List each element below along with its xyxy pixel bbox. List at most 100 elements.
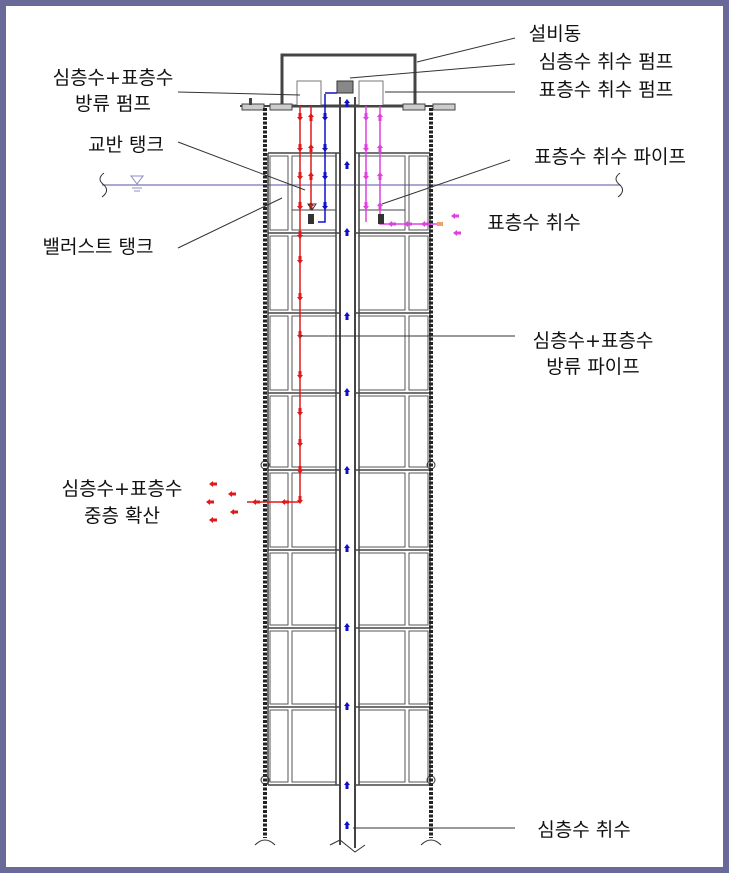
flow-lines [206,94,461,829]
surface-intake-pump-box [358,80,384,107]
label-discharge-pump-line2: 방류 펌프 [75,93,151,115]
flow-arrow-left-icon [228,491,236,497]
flow-arrow-left-icon [281,499,289,505]
tank-module [358,235,406,311]
flow-arrow-up-icon [308,172,314,180]
shackle-icon [426,775,436,785]
intake-inlet [437,222,443,226]
flow-arrow-up-icon [377,202,383,210]
flow-arrow-up-icon [344,388,350,396]
flow-arrow-left-icon [451,213,459,219]
tank-module [291,315,337,391]
flow-arrow-down-icon [297,408,303,416]
tank-module [269,315,289,391]
flow-arrow-down-icon [297,439,303,447]
flow-arrow-down-icon [297,256,303,264]
flow-arrow-up-icon [377,113,383,121]
tank-module [291,395,337,468]
tank-module [269,552,289,626]
tank-module [408,395,429,468]
flow-arrow-down-icon [297,293,303,301]
flow-arrow-left-icon [206,499,214,505]
flow-arrow-down-icon [363,113,369,121]
flow-arrow-up-icon [308,113,314,121]
flow-arrow-left-icon [209,481,217,487]
flow-arrow-down-icon [297,496,303,504]
shackle-icon [260,460,270,470]
deep-water-intake-pipe [325,92,366,853]
flow-arrow-down-icon [363,144,369,152]
tank-module [291,630,337,705]
shackle-icon [426,460,436,470]
flow-arrow-down-icon [322,172,328,180]
flow-arrow-up-icon [344,623,350,631]
flow-arrow-down-icon [322,202,328,210]
label-diffusion-line2: 중층 확산 [84,505,160,527]
flow-arrow-down-icon [297,144,303,152]
flow-arrow-left-icon [404,221,412,227]
tank-module [408,472,429,548]
flow-arrow-up-icon [344,161,350,169]
tank-module [358,395,406,468]
flow-arrow-down-icon [297,466,303,474]
flow-arrow-left-icon [230,509,238,515]
discharge-pump-box [296,80,322,107]
flow-arrow-up-icon [308,144,314,152]
label-facility-building: 설비동 [529,23,581,45]
flow-arrow-up-icon [344,544,350,552]
tank-module [269,630,289,705]
tank-module [358,709,406,783]
tank-module [269,709,289,783]
tank-module [269,472,289,548]
tank-module [269,235,289,311]
flow-arrow-left-icon [252,499,260,505]
deep-intake-pump-icon [336,80,354,94]
label-surface-intake: 표층수 취수 [487,212,580,234]
flow-arrow-up-icon [344,99,350,107]
label-diffusion-line1: 심층수+표층수 [62,478,183,500]
flow-arrow-left-icon [388,221,396,227]
tank-module [358,630,406,705]
flow-arrow-down-icon [363,172,369,180]
tank-module [269,395,289,468]
label-discharge-pipe-line2: 방류 파이프 [546,356,639,378]
flow-arrow-down-icon [363,202,369,210]
flow-arrow-up-icon [344,312,350,320]
submersible-pump-icon [378,214,384,224]
flow-arrow-down-icon [297,113,303,121]
flow-arrow-left-icon [453,230,461,236]
label-mixing-tank: 교반 탱크 [88,134,164,156]
label-surface-intake-pump: 표층수 취수 펌프 [539,79,673,101]
shackle-icon [260,775,270,785]
tank-module [358,472,406,548]
deep-water-pipe [318,94,326,223]
flow-arrow-up-icon [344,821,350,829]
tank-module [408,552,429,626]
flow-arrow-down-icon [297,231,303,239]
flow-arrow-down-icon [297,331,303,339]
leader-lines [177,37,516,829]
tank-module [291,709,337,783]
tank-module [358,315,406,391]
flow-arrow-up-icon [377,144,383,152]
flow-arrow-up-icon [344,781,350,789]
mooring-chains [254,108,442,846]
flow-arrow-up-icon [344,702,350,710]
tank-module [358,552,406,626]
flow-arrow-up-icon [344,466,350,474]
label-deep-intake-pump: 심층수 취수 펌프 [539,51,673,73]
flow-arrow-down-icon [322,144,328,152]
label-deep-intake: 심층수 취수 [537,819,630,841]
valve-icon [307,203,317,211]
label-ballast-tank: 밸러스트 탱크 [43,236,154,258]
tank-module [408,155,429,231]
water-level-icon [130,175,144,185]
tank-module [269,155,289,231]
flow-arrow-left-icon [209,517,217,523]
flow-arrow-up-icon [344,228,350,236]
flow-arrow-down-icon [297,202,303,210]
flow-arrow-down-icon [297,172,303,180]
